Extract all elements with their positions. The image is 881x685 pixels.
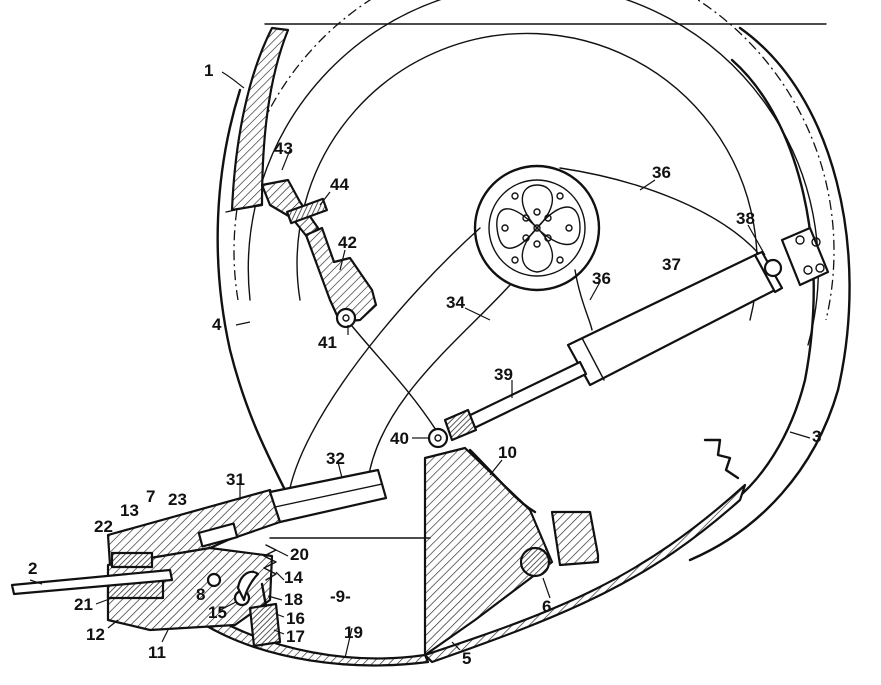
guard-notch: [705, 440, 738, 478]
rod-39: [460, 362, 586, 432]
label-34: 34: [446, 293, 465, 312]
label-11: 11: [148, 643, 166, 662]
label-44: 44: [330, 175, 349, 194]
label-22: 22: [94, 517, 113, 536]
label-1: 1: [204, 61, 213, 80]
mount-bracket-38: [782, 228, 828, 285]
label-43: 43: [274, 139, 293, 158]
label-37: 37: [662, 255, 681, 274]
label-42: 42: [338, 233, 357, 252]
label-18: 18: [284, 590, 303, 609]
label-12: 12: [86, 625, 105, 644]
label-38: 38: [736, 209, 755, 228]
label-32: 32: [326, 449, 345, 468]
label-13: 13: [120, 501, 139, 520]
pivot-38: [765, 260, 781, 276]
jack-17: [250, 604, 280, 646]
label-4: 4: [212, 315, 222, 334]
label-9: -9-: [330, 587, 351, 606]
label-23: 23: [168, 490, 187, 509]
clamp-22: [112, 553, 152, 567]
label-19: 19: [344, 623, 363, 642]
pivot-40: [429, 429, 447, 447]
label-6: 6: [542, 597, 551, 616]
inner-circle: [297, 33, 757, 320]
label-2: 2: [28, 559, 37, 578]
cable-36-mid: [575, 270, 592, 330]
label-17: 17: [286, 627, 305, 646]
label-10: 10: [498, 443, 517, 462]
label-21: 21: [74, 595, 93, 614]
pivot-41: [337, 309, 355, 327]
label-8: 8: [196, 585, 205, 604]
drum-petals: [497, 185, 580, 272]
label-16: 16: [286, 609, 305, 628]
label-31: 31: [226, 470, 245, 489]
pin-8: [208, 574, 220, 586]
label-40: 40: [390, 429, 409, 448]
cable-34b: [368, 285, 510, 480]
label-7: 7: [146, 487, 155, 506]
label-36-lower: 36: [592, 269, 611, 288]
label-39: 39: [494, 365, 513, 384]
label-20: 20: [290, 545, 309, 564]
label-14: 14: [284, 568, 303, 587]
label-5: 5: [462, 649, 471, 668]
label-3: 3: [812, 427, 821, 446]
block-right-piece: [552, 512, 598, 565]
label-15: 15: [208, 603, 227, 622]
label-41: 41: [318, 333, 337, 352]
shaft-6: [521, 548, 549, 576]
label-36-upper: 36: [652, 163, 671, 182]
